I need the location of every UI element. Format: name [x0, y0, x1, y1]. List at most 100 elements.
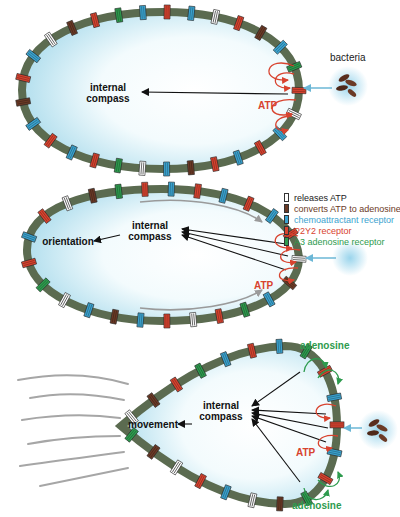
membrane-receptor [115, 8, 123, 23]
membrane-receptor [255, 25, 267, 40]
signal-arrow [344, 427, 362, 429]
membrane-receptor [240, 302, 250, 317]
membrane-receptor [90, 13, 99, 28]
legend-row: A3 adenosine receptor [284, 237, 400, 248]
membrane-receptor [243, 196, 254, 211]
membrane-receptor [233, 150, 243, 165]
membrane-receptor [292, 87, 306, 93]
membrane-receptor [38, 209, 51, 224]
signal-arrow [306, 257, 336, 259]
membrane-receptor [327, 448, 342, 457]
membrane-receptor [16, 98, 31, 106]
cell: orientationinternal compass [22, 184, 304, 326]
membrane-receptor [210, 157, 219, 172]
membrane-receptor [84, 303, 94, 318]
membrane-receptor [142, 182, 149, 196]
cell-text: internal compass [193, 400, 249, 422]
membrane-receptor [26, 117, 41, 130]
membrane-receptor [26, 49, 41, 62]
membrane-receptor [62, 196, 73, 211]
membrane-receptor [170, 377, 183, 392]
legend-row: P2Y2 receptor [284, 226, 400, 237]
membrane-receptor [139, 161, 146, 175]
legend-text: chemoattractant receptor [294, 215, 394, 225]
membrane-receptor [147, 393, 160, 408]
membrane-receptor [164, 5, 170, 19]
legend-row: chemoattractant receptor [284, 215, 400, 226]
membrane-receptor [66, 145, 77, 160]
membrane-receptor [265, 209, 278, 224]
membrane-receptor [137, 313, 144, 327]
membrane-receptor [21, 258, 36, 268]
membrane-receptor [139, 5, 146, 19]
membrane-receptor [147, 444, 160, 459]
membrane-receptor [317, 365, 332, 377]
annotation-label: bacteria [330, 52, 366, 64]
membrane-receptor [254, 140, 266, 155]
legend-text: A3 adenosine receptor [294, 237, 385, 247]
legend-text: P2Y2 receptor [294, 226, 352, 236]
membrane-receptor [277, 497, 284, 511]
signal-arrow [304, 87, 332, 89]
membrane-receptor [273, 126, 287, 140]
legend-swatch [284, 204, 289, 213]
membrane-receptor [16, 73, 31, 82]
membrane-receptor [114, 158, 122, 173]
cell-text: internal compass [122, 220, 178, 242]
bacteria-cluster [328, 66, 368, 106]
membrane-receptor [44, 133, 57, 148]
legend-swatch [284, 237, 289, 246]
legend-row: releases ATP [284, 193, 400, 204]
membrane-receptor [276, 339, 283, 353]
membrane-receptor [330, 422, 344, 428]
membrane-receptor [220, 352, 231, 367]
membrane-receptor [88, 188, 97, 203]
cell-outline [18, 8, 303, 173]
membrane-receptor [287, 61, 302, 72]
legend-row: converts ATP to adenosine [284, 204, 400, 215]
cell: internal compass [18, 8, 303, 173]
cell-membrane [22, 12, 299, 169]
membrane-receptor [221, 485, 232, 500]
membrane-receptor [188, 6, 195, 21]
annotation-label: ATP [296, 447, 315, 459]
membrane-receptor [219, 188, 228, 203]
legend-text: releases ATP [294, 193, 347, 203]
legend-swatch [284, 215, 289, 224]
annotation-label: ATP [254, 280, 273, 292]
adenosine-arcs [304, 359, 339, 500]
motion-lines [18, 375, 128, 486]
membrane-receptor [273, 40, 287, 54]
cell-text: movement [127, 419, 179, 430]
membrane-receptor [211, 9, 220, 24]
membrane-receptor [318, 472, 333, 484]
membrane-receptor [282, 276, 297, 290]
membrane-receptor [234, 16, 244, 31]
legend-swatch [284, 226, 289, 235]
legend-swatch [284, 193, 289, 202]
membrane-receptor [292, 255, 306, 262]
membrane-receptor [286, 108, 301, 120]
atp-arcs [269, 63, 296, 131]
membrane-receptor [168, 182, 174, 196]
membrane-receptor [90, 153, 100, 168]
membrane-receptor [110, 309, 119, 324]
compass-arrows [178, 372, 328, 482]
bacteria-cluster [358, 410, 398, 450]
membrane-receptor [195, 474, 207, 489]
compass-arrow [142, 92, 288, 94]
legend-text: converts ATP to adenosine [294, 204, 400, 214]
compass-arrows [94, 229, 288, 270]
membrane-receptor [164, 314, 170, 328]
membrane-receptor [164, 162, 170, 176]
legend: releases ATPconverts ATP to adenosineche… [284, 193, 400, 248]
membrane-receptor [187, 160, 194, 174]
atp-arcs [316, 404, 338, 448]
membrane-receptor [36, 278, 50, 292]
membrane-receptor [195, 363, 207, 378]
membrane-receptor [248, 493, 257, 508]
cell: movement internal compass [115, 338, 343, 512]
membrane-receptor [327, 393, 342, 402]
membrane-receptor [67, 20, 78, 35]
